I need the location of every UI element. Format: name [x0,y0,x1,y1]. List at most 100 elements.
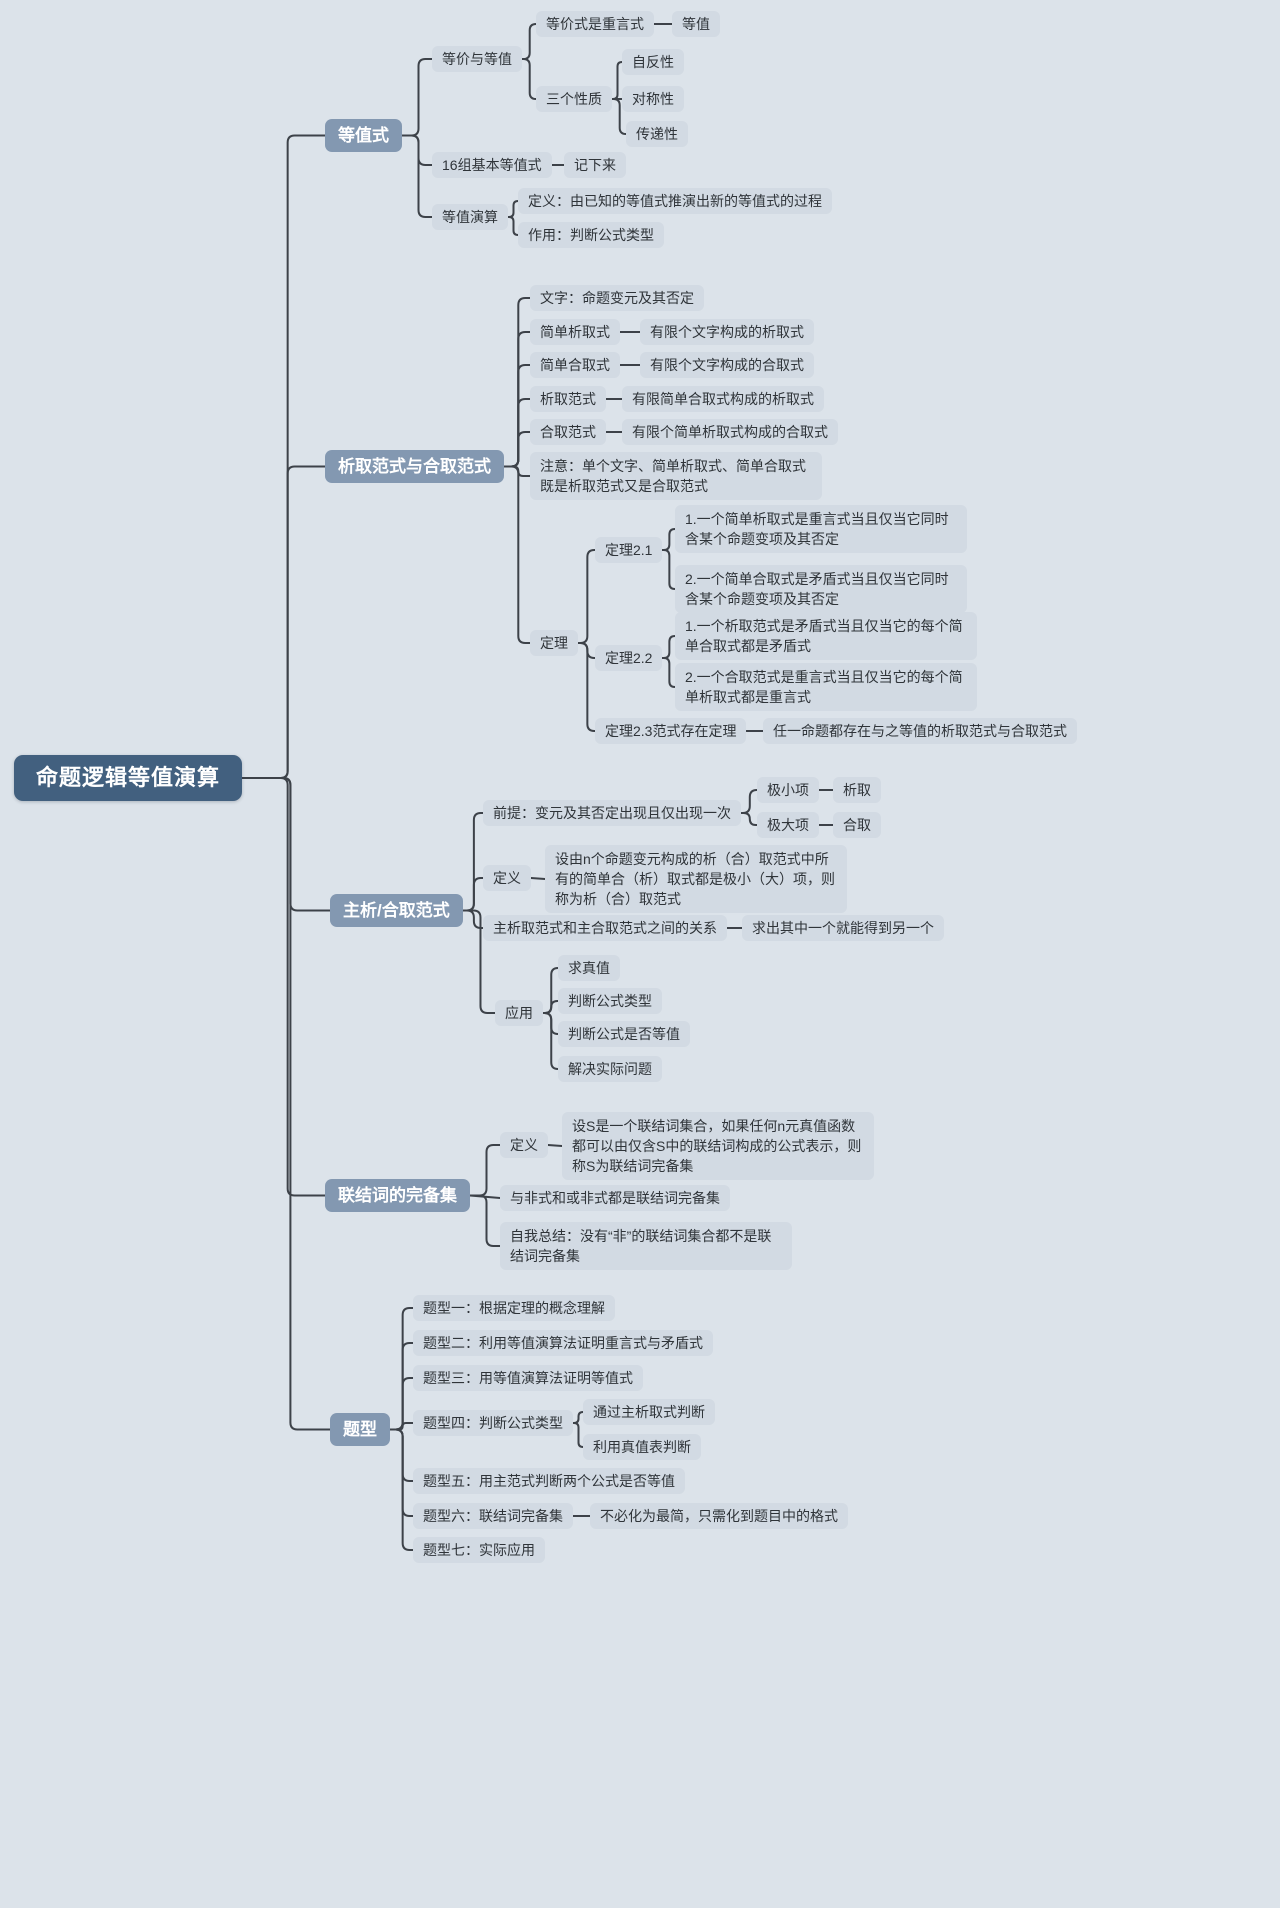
node-three-properties[interactable]: 三个性质 [536,86,612,112]
node-relation-between-principal-forms[interactable]: 主析取范式和主合取范式之间的关系 [483,915,727,941]
node-relation-note[interactable]: 求出其中一个就能得到另一个 [742,915,944,941]
node-theorem-2-1-item-2[interactable]: 2.一个简单合取式是矛盾式当且仅当它同时含某个命题变项及其否定 [675,565,967,613]
node-equal-value[interactable]: 等值 [672,11,720,37]
edge-connector [740,789,758,814]
node-literal-definition[interactable]: 文字：命题变元及其否定 [530,285,704,311]
node-calculation-definition[interactable]: 定义：由已知的等值式推演出新的等值式的过程 [518,188,832,214]
node-reflexivity[interactable]: 自反性 [622,49,684,75]
node-minterm-disjunction[interactable]: 析取 [833,777,881,803]
node-application-practical-problems[interactable]: 解决实际问题 [558,1056,662,1082]
edge-connector [547,1144,563,1147]
edge-connector [389,1428,414,1482]
node-type-6-note[interactable]: 不必化为最简，只需化到题目中的格式 [590,1503,848,1529]
edge-connector [577,549,596,644]
node-theorem-2-3-statement[interactable]: 任一命题都存在与之等值的析取范式与合取范式 [763,718,1077,744]
node-simple-disjunction[interactable]: 简单析取式 [530,319,620,345]
edge-connector [503,364,531,468]
node-transitivity[interactable]: 传递性 [626,121,688,147]
node-principal-definition-label[interactable]: 定义 [483,865,531,891]
edge-connector [503,431,531,468]
node-memorize[interactable]: 记下来 [564,152,626,178]
node-16-basic-equivalences[interactable]: 16组基本等值式 [432,152,552,178]
edge-connector [530,877,546,880]
edge-connector [740,812,758,826]
edge-connector [661,528,676,551]
node-cnf-def[interactable]: 有限个简单析取式构成的合取式 [622,419,838,445]
edge-connector [241,134,326,779]
node-application-equivalence-check[interactable]: 判断公式是否等值 [558,1021,690,1047]
node-type-4-principal-dnf-judge[interactable]: 通过主析取式判断 [583,1399,715,1425]
node-theorem-2-3-existence[interactable]: 定理2.3范式存在定理 [595,718,747,744]
node-equivalence-and-equality[interactable]: 等价与等值 [432,46,522,72]
node-theorem-2-2-item-2[interactable]: 2.一个合取范式是重言式当且仅当它的每个简单析取式都是重言式 [675,663,977,711]
branch-disjunctive-conjunctive-normal-forms[interactable]: 析取范式与合取范式 [325,450,504,483]
node-applications[interactable]: 应用 [495,1000,543,1026]
node-disjunctive-normal-form[interactable]: 析取范式 [530,386,606,412]
node-question-type-2[interactable]: 题型二：利用等值演算法证明重言式与矛盾式 [413,1330,713,1356]
edge-connector [661,657,676,688]
node-minterm[interactable]: 极小项 [757,777,819,803]
edge-connector [503,465,531,477]
node-dnf-def[interactable]: 有限简单合取式构成的析取式 [622,386,824,412]
node-application-formula-type[interactable]: 判断公式类型 [558,988,662,1014]
node-simple-conjunction-def[interactable]: 有限个文字构成的合取式 [640,352,814,378]
node-theorems[interactable]: 定理 [530,630,578,656]
node-nand-nor-complete[interactable]: 与非式和或非式都是联结词完备集 [500,1185,730,1211]
branch-complete-connective-sets[interactable]: 联结词的完备集 [325,1179,470,1212]
node-theorem-2-2-item-1[interactable]: 1.一个析取范式是矛盾式当且仅当它的每个简单合取式都是矛盾式 [675,612,977,660]
node-maxterm[interactable]: 极大项 [757,812,819,838]
edge-connector [661,635,676,659]
edge-connector [611,61,623,100]
edge-connector [461,877,484,912]
node-simple-disjunction-def[interactable]: 有限个文字构成的析取式 [640,319,814,345]
node-type-4-truth-table-judge[interactable]: 利用真值表判断 [583,1434,701,1460]
root-node-proposition-logic-equivalence[interactable]: 命题逻辑等值演算 [14,755,243,801]
node-calculation-function[interactable]: 作用：判断公式类型 [518,222,664,248]
node-question-type-3[interactable]: 题型三：用等值演算法证明等值式 [413,1365,643,1391]
node-question-type-4[interactable]: 题型四：判断公式类型 [413,1410,573,1436]
edge-connector [521,23,537,60]
node-question-type-1[interactable]: 题型一：根据定理的概念理解 [413,1295,615,1321]
edge-connector [469,1194,501,1199]
edge-connector [507,216,519,236]
node-conjunctive-normal-form[interactable]: 合取范式 [530,419,606,445]
edge-connector [469,1194,501,1247]
edge-connector [503,331,531,468]
edge-connector [572,1422,584,1448]
node-theorem-2-1-item-1[interactable]: 1.一个简单析取式是重言式当且仅当它同时含某个命题变项及其否定 [675,505,967,553]
node-equivalence-is-tautology[interactable]: 等价式是重言式 [536,11,654,37]
edge-connector [389,1428,414,1517]
edge-connector [241,777,331,1431]
edge-connector [503,465,531,644]
node-equivalence-calculation[interactable]: 等值演算 [432,204,508,230]
branch-principal-normal-forms[interactable]: 主析/合取范式 [330,894,463,927]
node-theorem-2-1[interactable]: 定理2.1 [595,537,663,563]
edge-connector [401,134,433,218]
node-simple-conjunction[interactable]: 简单合取式 [530,352,620,378]
node-theorem-2-2[interactable]: 定理2.2 [595,645,663,671]
edge-connector [577,642,596,732]
branch-question-types[interactable]: 题型 [330,1413,390,1446]
edge-connector [542,1012,559,1035]
node-application-truth-value[interactable]: 求真值 [558,955,620,981]
node-question-type-5[interactable]: 题型五：用主范式判断两个公式是否等值 [413,1468,685,1494]
edge-connector [401,58,433,137]
node-maxterm-conjunction[interactable]: 合取 [833,812,881,838]
node-question-type-7[interactable]: 题型七：实际应用 [413,1537,545,1563]
node-self-summary[interactable]: 自我总结：没有“非”的联结词集合都不是联结词完备集 [500,1222,792,1270]
edge-connector [661,549,676,590]
node-question-type-6[interactable]: 题型六：联结词完备集 [413,1503,573,1529]
node-completeness-definition-text[interactable]: 设S是一个联结词集合，如果任何n元真值函数都可以由仅含S中的联结词构成的公式表示… [562,1112,874,1180]
node-completeness-definition-label[interactable]: 定义 [500,1132,548,1158]
edge-connector [389,1307,414,1431]
node-principal-definition-text[interactable]: 设由n个命题变元构成的析（合）取范式中所有的简单合（析）取式都是极小（大）项，则… [545,845,847,913]
node-premise[interactable]: 前提：变元及其否定出现且仅出现一次 [483,800,741,826]
node-note-normal-forms[interactable]: 注意：单个文字、简单析取式、简单合取式既是析取范式又是合取范式 [530,452,822,500]
branch-equivalence-formula[interactable]: 等值式 [325,119,402,152]
edge-connector [577,642,596,659]
node-symmetry[interactable]: 对称性 [622,86,684,112]
edge-connector [401,134,433,166]
edge-connector [241,777,326,1197]
edge-connector [542,1012,559,1070]
edge-connector [461,812,484,912]
